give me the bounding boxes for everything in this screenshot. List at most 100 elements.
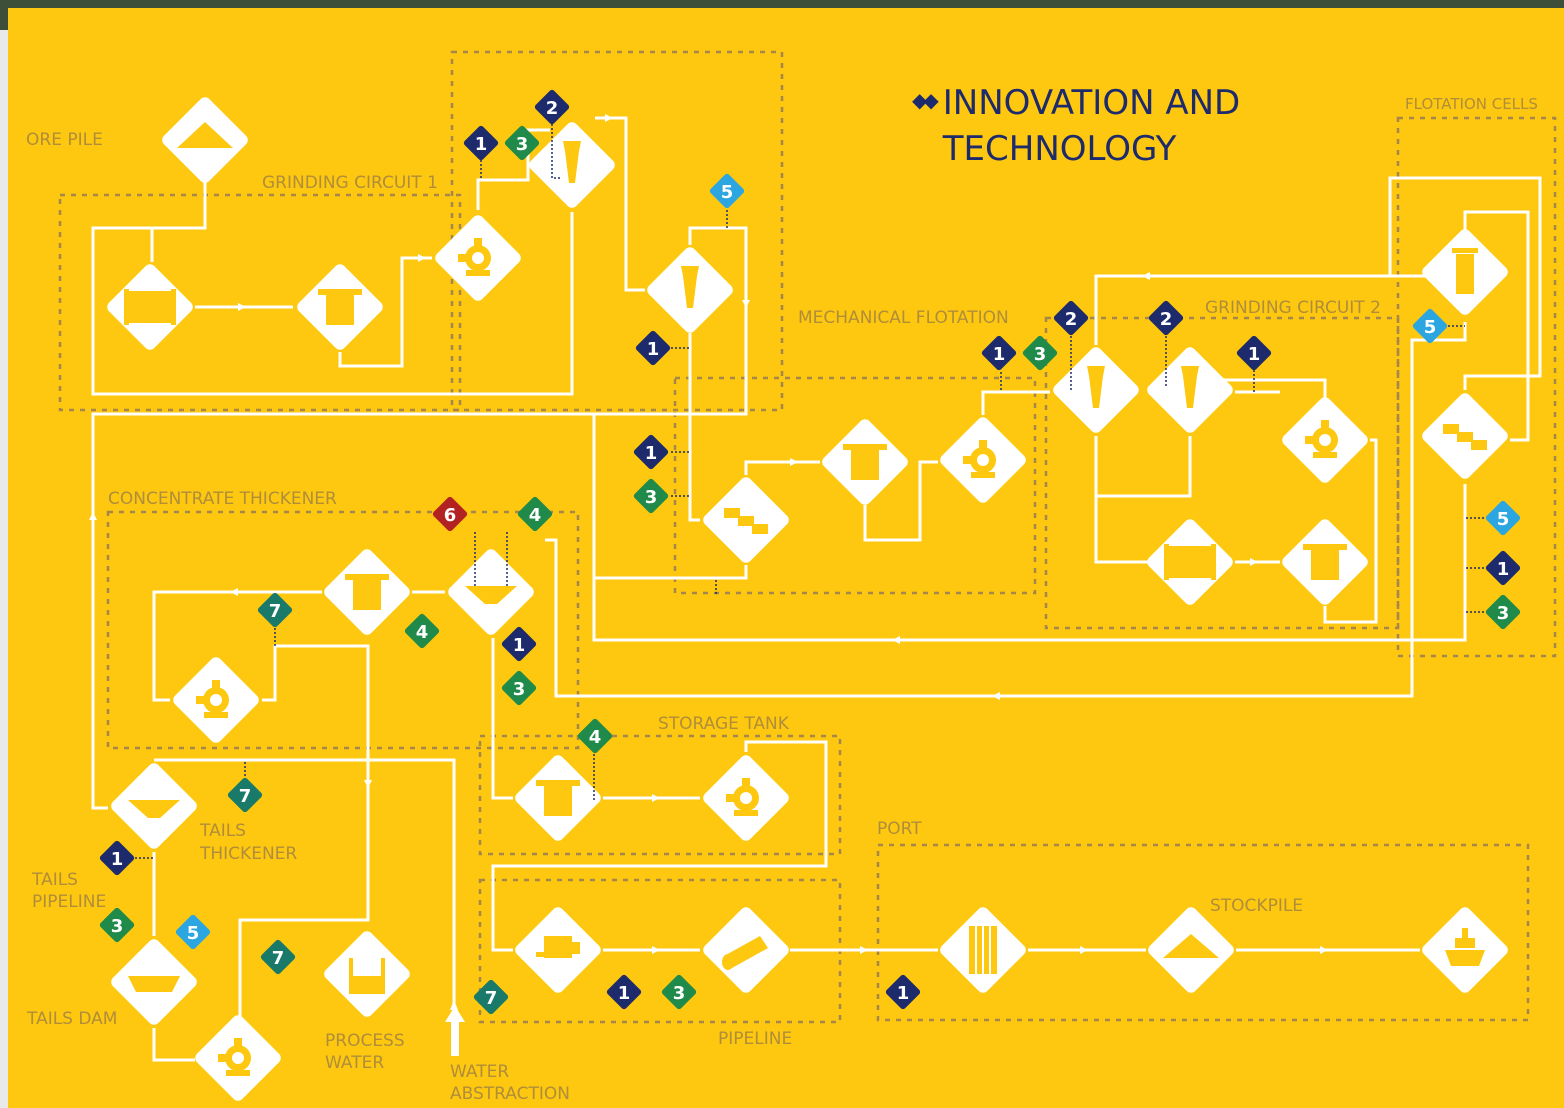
stockpile-label: STOCKPILE (1210, 896, 1303, 916)
flow-line (983, 392, 1050, 415)
process-water-label-2: WATER (325, 1053, 384, 1073)
pipeline-label: PIPELINE (718, 1029, 792, 1049)
water-abstraction-arrow (445, 1006, 465, 1056)
grinding-circuit-2-label: GRINDING CIRCUIT 2 (1205, 298, 1381, 318)
title-line-1: INNOVATION AND (943, 80, 1240, 126)
stock-icon (969, 926, 997, 974)
tank-5-node (513, 753, 604, 844)
dam-icon (128, 976, 180, 992)
flow-arrow (418, 254, 426, 262)
ship-node (1420, 905, 1511, 996)
flow-arrow (742, 300, 750, 308)
flow-arrow (790, 458, 798, 466)
marker-1: 1 (606, 974, 643, 1011)
marker-number: 3 (645, 487, 658, 508)
concentrate-thickener-label: CONCENTRATE THICKENER (108, 489, 337, 509)
flotation-2-node (1420, 391, 1511, 482)
marker-number: 4 (589, 727, 602, 748)
marker-4: 4 (517, 496, 554, 533)
tails-thickener-node (109, 761, 200, 852)
flow-arrow (992, 692, 1000, 700)
pump-6-node (193, 1013, 284, 1104)
tails-thickener-label-1: TAILS (199, 821, 246, 841)
flow-arrow (1080, 946, 1088, 954)
process-water-label-1: PROCESS (325, 1031, 405, 1051)
marker-number: 3 (673, 983, 686, 1004)
flow-arrow (364, 780, 372, 788)
marker-number: 7 (485, 988, 498, 1009)
mill-2-node (1145, 517, 1236, 608)
flow-arrow (89, 512, 97, 520)
marker-number: 1 (618, 983, 631, 1004)
marker-number: 5 (1424, 317, 1437, 338)
marker-3: 3 (99, 907, 136, 944)
mill-1-node (105, 262, 196, 353)
flow-line (595, 118, 645, 290)
tails-thickener-label-2: THICKENER (199, 844, 297, 864)
concentrate-thickener-boundary (108, 512, 578, 748)
mill-icon (1164, 544, 1216, 580)
flow-arrow (1320, 946, 1328, 954)
marker-3: 3 (661, 974, 698, 1011)
flow-line (1096, 436, 1190, 496)
equipment-nodes (105, 95, 1511, 1104)
mechanical-flotation-label: MECHANICAL FLOTATION (798, 308, 1009, 328)
flow-line (493, 638, 513, 798)
water-abstraction-label-1: WATER (450, 1062, 509, 1082)
flotation-1-node (701, 475, 792, 566)
title-line-2: TECHNOLOGY (943, 126, 1240, 172)
tails-dam-node (109, 937, 200, 1028)
flow-line (154, 1028, 195, 1060)
flow-line (690, 333, 700, 520)
marker-number: 3 (1034, 344, 1047, 365)
marker-number: 2 (546, 98, 559, 119)
tails-dam-label: TAILS DAM (26, 1009, 117, 1029)
marker-3: 3 (501, 670, 538, 707)
marker-number: 3 (111, 916, 124, 937)
marker-number: 7 (239, 786, 252, 807)
marker-1: 1 (981, 335, 1018, 372)
marker-number: 5 (721, 182, 734, 203)
flow-arrow (230, 588, 238, 596)
page-title: ◆◆ INNOVATION AND TECHNOLOGY (912, 80, 1240, 172)
tank-3-node (1280, 517, 1371, 608)
marker-1: 1 (99, 840, 136, 877)
marker-3: 3 (1485, 594, 1522, 631)
flotation-cells-label: FLOTATION CELLS (1405, 95, 1538, 113)
marker-number: 6 (444, 505, 457, 526)
marker-number: 7 (269, 601, 282, 622)
marker-4: 4 (577, 718, 614, 755)
pump-1-node (433, 213, 524, 304)
grinding-circuit-1-label: GRINDING CIRCUIT 1 (262, 173, 438, 193)
marker-3: 3 (1022, 335, 1059, 372)
marker-7: 7 (473, 979, 510, 1016)
storage-tank-label: STORAGE TANK (658, 714, 790, 734)
flow-line (594, 414, 746, 578)
water-abstraction-label-2: ABSTRACTION (450, 1084, 570, 1104)
marker-number: 2 (1065, 309, 1078, 330)
flow-arrow (652, 946, 660, 954)
mill-icon (124, 289, 176, 325)
marker-7: 7 (260, 939, 297, 976)
tails-pipeline-label-2: PIPELINE (32, 892, 106, 912)
marker-number: 1 (475, 134, 488, 155)
flow-arrow (892, 636, 900, 644)
flow-line (746, 462, 820, 475)
flow-arrow (860, 946, 868, 954)
marker-number: 4 (416, 622, 429, 643)
cyclone-area-boundary (452, 52, 782, 410)
tank-1-node (295, 262, 386, 353)
column-cell-node (1420, 227, 1511, 318)
port-stock-node (938, 905, 1029, 996)
marker-7: 7 (257, 592, 294, 629)
flow-arrow (652, 794, 660, 802)
ore-pile-label: ORE PILE (26, 130, 103, 150)
cyclone-3-node (1051, 345, 1142, 436)
ore-pile-node (160, 95, 251, 186)
marker-number: 1 (1248, 344, 1261, 365)
flow-line (154, 760, 454, 1050)
marker-6: 6 (432, 496, 469, 533)
marker-1: 1 (1485, 550, 1522, 587)
marker-number: 1 (111, 849, 124, 870)
